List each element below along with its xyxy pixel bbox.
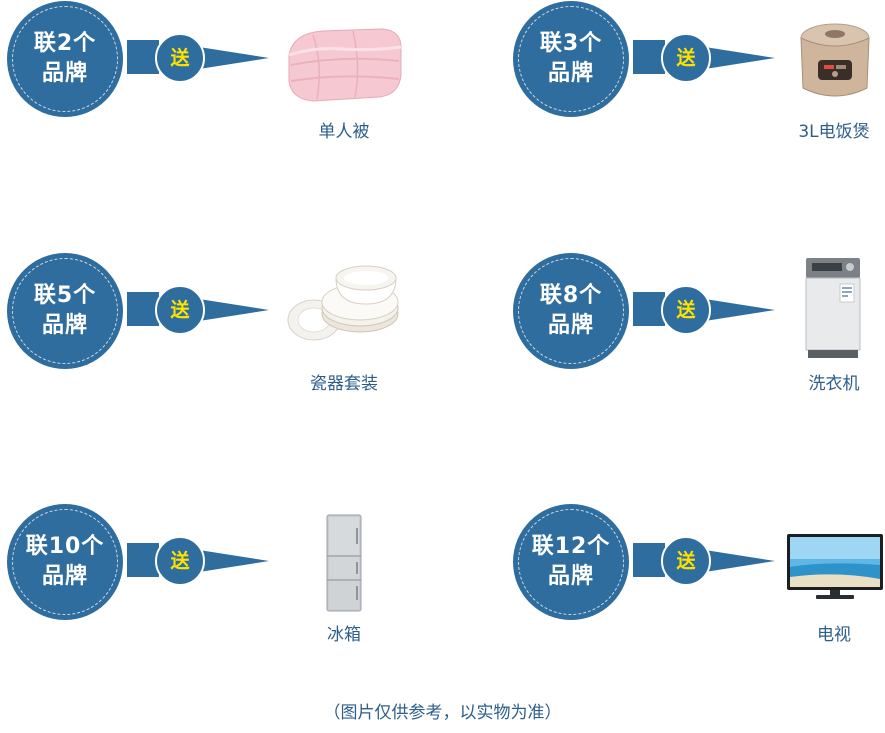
gift-label: 电视 — [817, 625, 851, 645]
badge-count-text: 联12个 — [531, 534, 611, 559]
badge-brand-text: 品牌 — [41, 313, 88, 338]
washing-machine-icon — [805, 258, 861, 358]
badge-brand-text: 品牌 — [41, 564, 88, 589]
badge-count-text: 联8个 — [539, 283, 603, 308]
quilt-icon — [288, 28, 402, 102]
brand-count-badge: 联12个 品牌 — [513, 504, 629, 620]
connector-bar — [633, 40, 665, 74]
brand-count-badge: 联8个 品牌 — [513, 253, 629, 369]
badge-count-text: 联3个 — [539, 31, 603, 56]
send-badge: 送 — [155, 285, 205, 335]
send-badge: 送 — [155, 33, 205, 83]
badge-brand-text: 品牌 — [547, 313, 594, 338]
brand-count-badge: 联2个 品牌 — [7, 1, 123, 117]
badge-count-text: 联5个 — [33, 283, 97, 308]
fridge-icon — [326, 514, 362, 612]
connector-bar — [633, 292, 665, 326]
promo-8-brands: 联8个 品牌 送 — [506, 252, 885, 402]
gift-label: 单人被 — [318, 122, 370, 142]
promo-10-brands: 联10个 品牌 送 — [0, 503, 400, 653]
send-badge: 送 — [155, 536, 205, 586]
badge-count-text: 联10个 — [25, 534, 105, 559]
promo-2-brands: 联2个 品牌 送 — [0, 0, 400, 150]
gift-label: 洗衣机 — [808, 374, 860, 394]
gift-label: 瓷器套装 — [310, 374, 378, 394]
promo-12-brands: 联12个 品牌 送 — [506, 503, 885, 653]
badge-brand-text: 品牌 — [547, 61, 594, 86]
badge-brand-text: 品牌 — [547, 564, 594, 589]
disclaimer-note: （图片仅供参考，以实物为准） — [323, 703, 562, 723]
connector-bar — [127, 292, 159, 326]
connector-arrow — [199, 550, 269, 572]
connector-bar — [127, 40, 159, 74]
connector-arrow — [199, 47, 269, 69]
badge-count-text: 联2个 — [33, 31, 97, 56]
connector-arrow — [199, 299, 269, 321]
connector-arrow — [705, 299, 775, 321]
brand-count-badge: 联10个 品牌 — [7, 504, 123, 620]
connector-arrow — [705, 550, 775, 572]
send-badge: 送 — [661, 536, 711, 586]
connector-arrow — [705, 47, 775, 69]
gift-label: 3L电饭煲 — [798, 122, 870, 142]
dish-set-icon — [287, 265, 399, 341]
promo-3-brands: 联3个 品牌 送 — [506, 0, 885, 150]
send-badge: 送 — [661, 285, 711, 335]
rice-cooker-icon — [800, 23, 870, 97]
tv-icon — [787, 534, 883, 599]
brand-count-badge: 联3个 品牌 — [513, 1, 629, 117]
send-badge: 送 — [661, 33, 711, 83]
badge-brand-text: 品牌 — [41, 61, 88, 86]
connector-bar — [633, 543, 665, 577]
gift-label: 冰箱 — [327, 625, 361, 645]
brand-count-badge: 联5个 品牌 — [7, 253, 123, 369]
promo-5-brands: 联5个 品牌 送 — [0, 252, 400, 402]
connector-bar — [127, 543, 159, 577]
